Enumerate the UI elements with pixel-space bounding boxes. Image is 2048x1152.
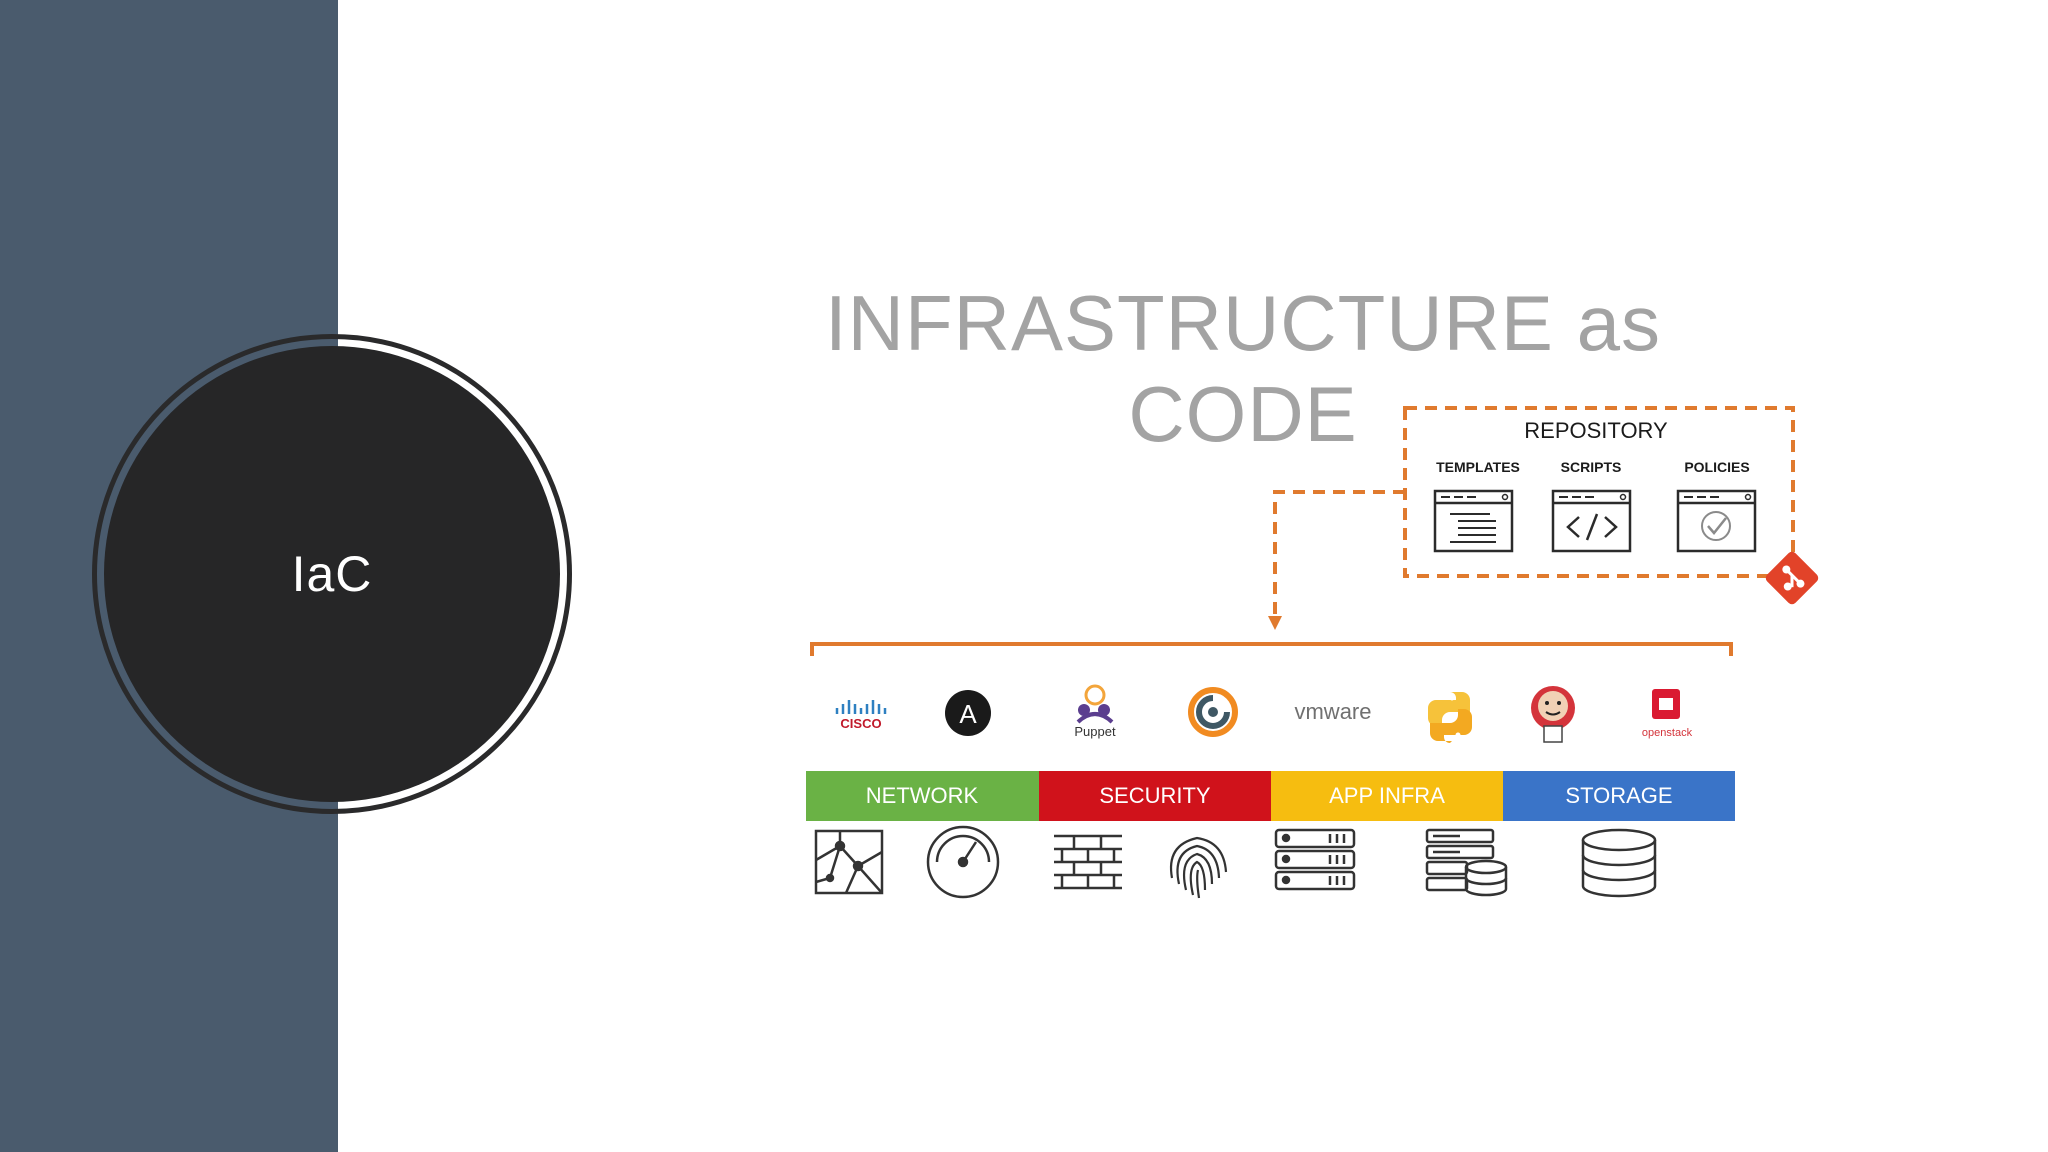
ansible-logo-icon: A [945,690,991,736]
iac-circle: IaC [92,334,586,818]
fingerprint-icon [1169,836,1228,899]
repo-item-policies-label: POLICIES [1684,459,1749,475]
repo-item-templates-label: TEMPLATES [1436,459,1520,475]
repo-item-scripts-label: SCRIPTS [1561,459,1622,475]
puppet-logo-icon: Puppet [1074,684,1116,739]
ansible-label: A [959,699,977,729]
category-security [1039,771,1271,821]
vmware-logo-icon: vmware [1294,699,1371,724]
server-rack-icon [1274,828,1356,891]
chef-logo-icon [1188,687,1238,737]
gauge-icon [926,825,1000,899]
circle-label: IaC [291,546,373,602]
category-app-infra [1271,771,1503,821]
git-icon [1765,551,1819,605]
jenkins-logo-icon [1531,686,1575,743]
circle-fill: IaC [104,346,560,802]
cisco-label: CISCO [840,716,881,731]
connector-arrow [1268,616,1282,630]
category-security-label: SECURITY [1099,783,1211,808]
policy-check-icon [1676,489,1757,553]
vmware-label: vmware [1294,699,1371,724]
network-topology-icon [814,829,884,895]
openstack-label: openstack [1642,727,1693,739]
category-storage [1503,771,1735,821]
category-storage-label: STORAGE [1565,783,1672,808]
database-storage-icon [1581,828,1657,898]
python-logo-icon [1428,692,1472,743]
category-app-infra-label: APP INFRA [1329,783,1445,808]
cisco-logo-icon: CISCO [835,700,887,731]
category-network-label: NETWORK [866,783,979,808]
repository-connector [1273,490,1405,622]
template-document-icon [1433,489,1514,553]
puppet-label: Puppet [1074,724,1116,739]
firewall-brick-icon [1054,834,1122,890]
circle-ring [92,334,572,814]
openstack-logo-icon: openstack [1642,689,1693,739]
tools-bracket [810,642,1733,656]
server-database-icon [1425,828,1508,897]
slide-title: INFRASTRUCTURE as CODE [824,279,1662,458]
category-network [806,771,1039,821]
code-script-icon [1551,489,1632,553]
repository-title: REPOSITORY [1524,418,1668,443]
